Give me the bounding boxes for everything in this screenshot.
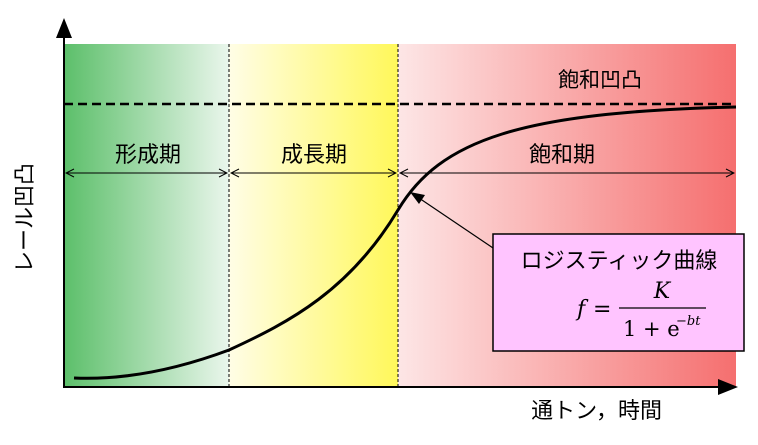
formula-numerator: K (653, 279, 672, 304)
phase-label-growth: 成長期 (281, 143, 347, 168)
callout-pointer-arrowhead (410, 192, 425, 204)
callout-box (492, 233, 745, 352)
callout-pointer (415, 195, 497, 251)
logistic-curve (73, 105, 737, 380)
formula-denominator: 1 + e (623, 317, 680, 341)
formula-equals: = (593, 297, 611, 322)
phase-region-growth (229, 44, 398, 386)
y-axis-label: レール凹凸 (13, 163, 38, 273)
phase-label-saturation: 飽和期 (529, 143, 595, 168)
x-axis-arrowhead (718, 379, 738, 395)
logistic-formula: f = K 1 + e −bt (575, 279, 706, 341)
x-axis-label: 通トン，時間 (531, 399, 662, 424)
callout-title: ロジスティック曲線 (521, 249, 718, 274)
formula-exponent: −bt (676, 314, 701, 329)
phase-label-formation: 形成期 (115, 143, 181, 168)
y-axis-arrowhead (56, 18, 72, 38)
phase-region-formation (64, 44, 229, 386)
saturation-label: 飽和凹凸 (558, 68, 642, 92)
